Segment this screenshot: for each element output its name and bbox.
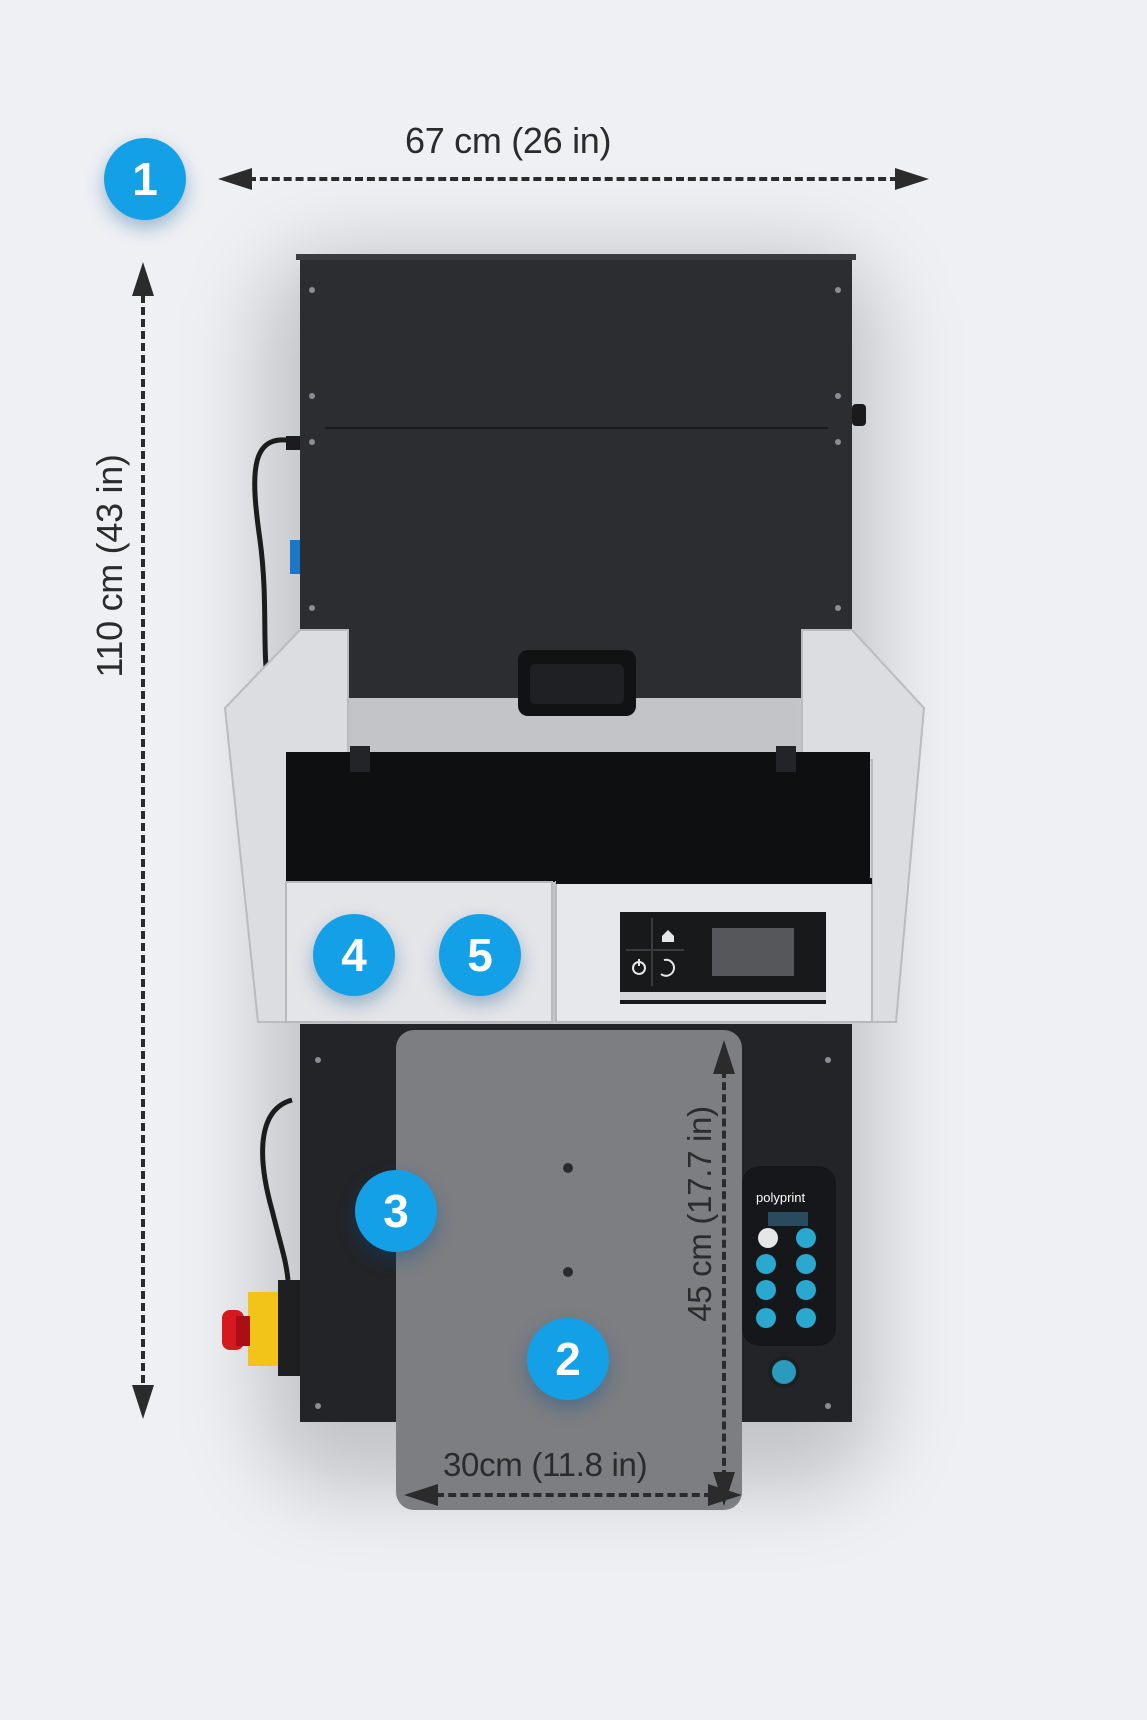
remote-control xyxy=(742,1166,836,1346)
platen-height-label: 45 cm (17.7 in) xyxy=(681,1106,718,1322)
power-cable-upper xyxy=(252,437,299,691)
home-icon xyxy=(662,930,674,942)
platen-height-arrow-up xyxy=(713,1040,735,1074)
width-arrow-right xyxy=(895,168,929,190)
undo-icon xyxy=(660,958,675,977)
width-dimension-label: 67 cm (26 in) xyxy=(405,120,612,161)
height-arrow-up xyxy=(132,262,154,296)
top-cover xyxy=(300,258,852,698)
height-arrow-down xyxy=(132,1385,154,1419)
side-knob xyxy=(852,404,866,426)
front-black-bar xyxy=(286,752,870,882)
callout-badge-3[interactable]: 3 xyxy=(355,1170,437,1252)
callout-badge-4[interactable]: 4 xyxy=(313,914,395,996)
power-cable-lower xyxy=(260,1097,293,1281)
platen-width-line xyxy=(436,1493,712,1497)
width-arrow-left xyxy=(218,168,252,190)
callout-badge-5[interactable]: 5 xyxy=(439,914,521,996)
remote-brand-label: polyprint xyxy=(756,1190,806,1205)
platen-height-line xyxy=(722,1070,726,1478)
cable-connector-upper xyxy=(286,436,302,450)
height-dimension-line xyxy=(141,295,145,1395)
platen-width-arrow-right xyxy=(708,1484,742,1506)
platen-width-arrow-left xyxy=(404,1484,438,1506)
platen-width-label: 30cm (11.8 in) xyxy=(443,1446,648,1483)
callout-badge-1[interactable]: 1 xyxy=(104,138,186,220)
control-display xyxy=(712,928,794,976)
callout-badge-2[interactable]: 2 xyxy=(527,1318,609,1400)
side-switch xyxy=(290,540,300,574)
width-dimension-line xyxy=(248,177,898,181)
